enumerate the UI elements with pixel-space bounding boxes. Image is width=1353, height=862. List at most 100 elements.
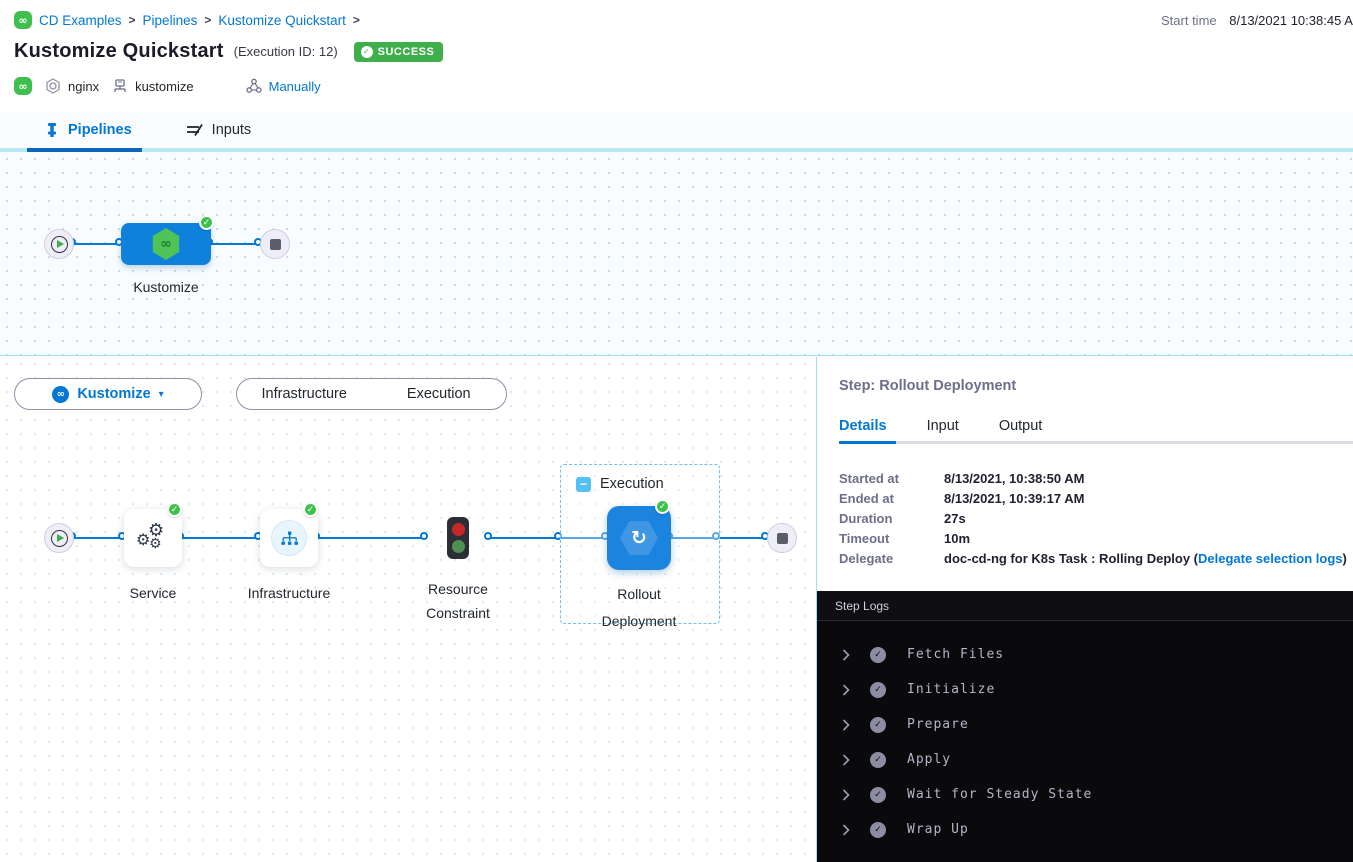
delegate-selection-logs-link[interactable]: Delegate selection logs bbox=[1198, 551, 1343, 566]
connector-line bbox=[211, 243, 260, 245]
stage-selector-label: Kustomize bbox=[77, 386, 151, 402]
trigger-manually-link[interactable]: Manually bbox=[268, 78, 321, 94]
step-node-service[interactable]: ⚙ ⚙ ⚙ bbox=[124, 509, 182, 567]
execution-start-node[interactable] bbox=[44, 523, 74, 553]
breadcrumb-pipelines[interactable]: Pipelines bbox=[142, 12, 198, 28]
stage-node-kustomize[interactable]: ∞ bbox=[121, 223, 211, 265]
trigger-icon bbox=[245, 78, 262, 93]
log-entry-label: Prepare bbox=[907, 717, 969, 732]
breadcrumb-kustomize-quickstart[interactable]: Kustomize Quickstart bbox=[218, 12, 346, 28]
environment-tag: kustomize bbox=[112, 79, 194, 94]
log-entry-label: Apply bbox=[907, 752, 952, 767]
connector-line bbox=[74, 243, 121, 245]
pipelines-icon bbox=[48, 123, 56, 137]
step-node-resource-constraint[interactable] bbox=[447, 517, 469, 559]
log-row-fetch-files[interactable]: ✓ Fetch Files bbox=[817, 637, 1353, 672]
stage-graph-canvas: ∞ ✓ Kustomize bbox=[0, 152, 1353, 356]
chevron-right-icon[interactable] bbox=[842, 683, 854, 696]
execution-group-header: − Execution bbox=[576, 476, 664, 492]
log-check-icon: ✓ bbox=[870, 751, 886, 768]
log-row-prepare[interactable]: ✓ Prepare bbox=[817, 707, 1353, 742]
field-started-at: Started at 8/13/2021, 10:38:50 AM bbox=[839, 469, 1343, 489]
chevron-down-icon: ▾ bbox=[158, 388, 164, 400]
field-ended-at: Ended at 8/13/2021, 10:39:17 AM bbox=[839, 489, 1343, 509]
page-title: Kustomize Quickstart bbox=[14, 40, 224, 62]
stage-selector-dropdown[interactable]: ∞ Kustomize ▾ bbox=[14, 378, 202, 410]
trigger-tag: Manually bbox=[245, 78, 321, 94]
harness-cd-icon: ∞ bbox=[14, 77, 32, 95]
field-value: doc-cd-ng for K8s Task : Rolling Deploy … bbox=[944, 549, 1347, 569]
play-icon bbox=[50, 529, 68, 547]
connector-line bbox=[182, 537, 260, 539]
log-check-icon: ✓ bbox=[870, 821, 886, 838]
play-icon bbox=[50, 235, 68, 253]
active-step-tab-underline bbox=[839, 441, 896, 444]
step-node-infrastructure[interactable] bbox=[260, 509, 318, 567]
service-tag-label: nginx bbox=[68, 78, 100, 94]
tab-pipelines[interactable]: Pipelines bbox=[44, 122, 132, 138]
environment-icon bbox=[114, 78, 126, 92]
stage-selector-icon: ∞ bbox=[52, 385, 70, 403]
field-value: 8/13/2021, 10:39:17 AM bbox=[944, 491, 1085, 506]
service-gears-icon: ⚙ ⚙ ⚙ bbox=[136, 520, 165, 552]
log-row-initialize[interactable]: ✓ Initialize bbox=[817, 672, 1353, 707]
execution-canvas: ∞ Kustomize ▾ Infrastructure Execution bbox=[0, 357, 816, 862]
log-entry-label: Wait for Steady State bbox=[907, 787, 1093, 802]
traffic-light-red bbox=[451, 523, 465, 536]
pipeline-start-node[interactable] bbox=[44, 229, 74, 259]
tab-input[interactable]: Input bbox=[926, 418, 959, 434]
breadcrumb: ∞ CD Examples > Pipelines > Kustomize Qu… bbox=[14, 11, 360, 29]
log-row-wait-for-steady-state[interactable]: ✓ Wait for Steady State bbox=[817, 777, 1353, 812]
field-delegate: Delegate doc-cd-ng for K8s Task : Rollin… bbox=[839, 549, 1347, 569]
log-row-apply[interactable]: ✓ Apply bbox=[817, 742, 1353, 777]
stop-icon bbox=[776, 532, 788, 544]
log-entry-label: Initialize bbox=[907, 682, 996, 697]
chevron-right-icon[interactable] bbox=[842, 788, 854, 801]
field-duration: Duration 27s bbox=[839, 509, 1343, 529]
collapse-group-icon[interactable]: − bbox=[576, 476, 591, 492]
stage-node-label: Kustomize bbox=[133, 279, 199, 295]
execution-group-label: Execution bbox=[600, 476, 664, 492]
active-tab-underline bbox=[27, 148, 142, 152]
tab-pipelines-label: Pipelines bbox=[68, 122, 132, 138]
tab-details[interactable]: Details bbox=[839, 418, 887, 434]
pipeline-end-node[interactable] bbox=[260, 229, 290, 259]
delegate-value-suffix: ) bbox=[1342, 551, 1347, 566]
stage-success-badge-icon: ✓ bbox=[199, 215, 214, 230]
main-tabbar: Pipelines Inputs bbox=[0, 112, 1353, 152]
connector-dot bbox=[554, 532, 562, 540]
log-entry-label: Fetch Files bbox=[907, 647, 1005, 662]
field-value: 27s bbox=[944, 511, 966, 526]
breadcrumb-cd-examples[interactable]: CD Examples bbox=[39, 12, 122, 28]
step-details-panel: Step: Rollout Deployment Details Input O… bbox=[816, 357, 1353, 862]
breadcrumb-separator: > bbox=[128, 13, 136, 27]
field-label: Timeout bbox=[839, 531, 890, 546]
toggle-infrastructure[interactable]: Infrastructure bbox=[261, 386, 347, 402]
chevron-right-icon[interactable] bbox=[842, 753, 854, 766]
toggle-execution[interactable]: Execution bbox=[406, 386, 471, 402]
status-badge-label: SUCCESS bbox=[377, 45, 435, 58]
breadcrumb-separator: > bbox=[204, 13, 212, 27]
check-circle-icon: ✓ bbox=[360, 45, 373, 58]
field-label: Delegate bbox=[839, 551, 894, 566]
field-label: Duration bbox=[839, 511, 893, 526]
execution-id: (Execution ID: 12) bbox=[233, 44, 338, 59]
connector-dot bbox=[420, 532, 428, 540]
log-row-wrap-up[interactable]: ✓ Wrap Up bbox=[817, 812, 1353, 847]
field-value: 8/13/2021, 10:38:50 AM bbox=[944, 471, 1085, 486]
chevron-right-icon[interactable] bbox=[842, 823, 854, 836]
chevron-right-icon[interactable] bbox=[842, 648, 854, 661]
tab-inputs[interactable]: Inputs bbox=[186, 122, 251, 138]
step-logs-panel: Step Logs ✓ Fetch Files ✓ Initialize bbox=[817, 591, 1353, 862]
harness-logo-icon: ∞ bbox=[14, 11, 32, 29]
chevron-right-icon[interactable] bbox=[842, 718, 854, 731]
step-node-rollout-deployment[interactable]: ↻ bbox=[607, 506, 671, 570]
inputs-icon bbox=[186, 124, 203, 136]
tab-output[interactable]: Output bbox=[998, 418, 1043, 434]
log-check-icon: ✓ bbox=[870, 646, 886, 663]
execution-end-node[interactable] bbox=[767, 523, 797, 553]
node-label-service: Service bbox=[129, 585, 177, 601]
infrastructure-success-badge-icon: ✓ bbox=[303, 502, 318, 517]
title-row: Kustomize Quickstart (Execution ID: 12) … bbox=[14, 40, 444, 63]
